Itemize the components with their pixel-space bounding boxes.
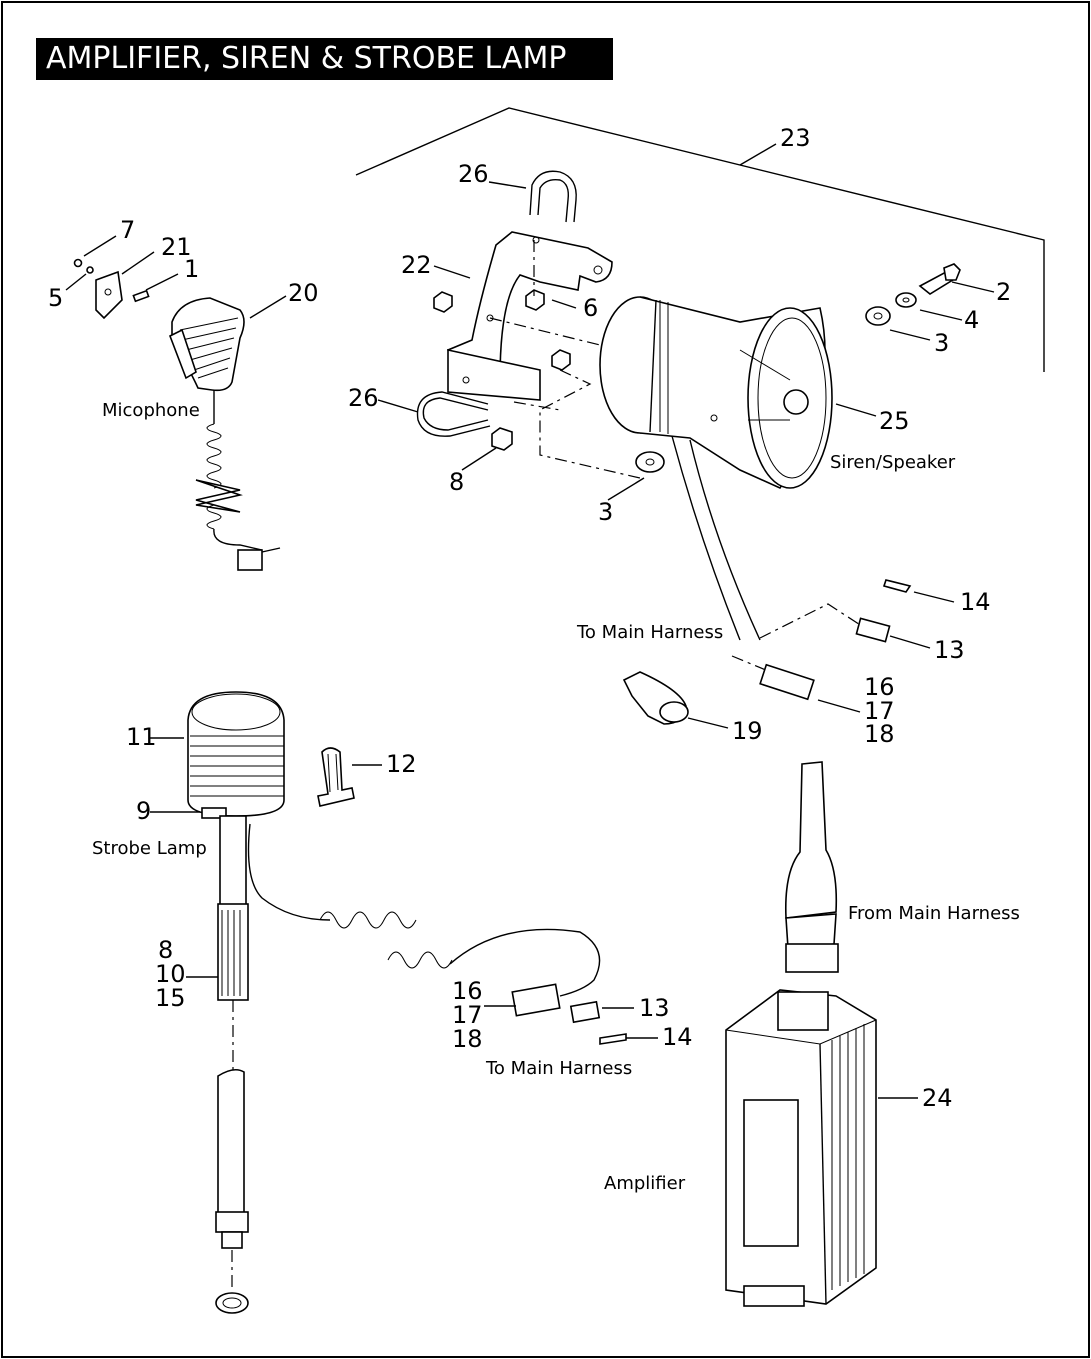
callout-6: 6: [583, 294, 598, 322]
callout-18-lower: 18: [452, 1025, 483, 1053]
callout-7: 7: [120, 216, 135, 244]
callout-15: 15: [155, 984, 186, 1012]
callout-10: 10: [155, 960, 186, 988]
group-23-bracket: [355, 107, 1045, 372]
label-from-main-harness: From Main Harness: [848, 903, 1020, 924]
label-microphone: Micophone: [102, 400, 200, 421]
callout-25: 25: [879, 407, 910, 435]
callout-2: 2: [996, 278, 1011, 306]
callout-13-lower: 13: [639, 994, 670, 1022]
callout-14-lower: 14: [662, 1023, 693, 1051]
callout-8-upper: 8: [449, 468, 464, 496]
callout-16-upper: 16: [864, 673, 895, 701]
callout-numbers: 23 26 22 6 2 4 3 26 8 3 25 7 21 1 5 20 1…: [48, 124, 1011, 1112]
label-strobe-lamp: Strobe Lamp: [92, 838, 207, 859]
microphone: [168, 297, 281, 571]
callout-3-upper: 3: [934, 329, 949, 357]
strobe-lamp: [187, 691, 285, 1314]
label-to-main-harness-lower: To Main Harness: [485, 1058, 632, 1079]
callout-21: 21: [161, 233, 192, 261]
siren-speaker: [599, 296, 833, 641]
page-title: AMPLIFIER, SIREN & STROBE LAMP: [36, 38, 613, 80]
label-siren-speaker: Siren/Speaker: [830, 452, 956, 473]
callout-17-lower: 17: [452, 1001, 483, 1029]
callout-5: 5: [48, 284, 63, 312]
callout-4: 4: [964, 306, 979, 334]
u-bolt-lower: [416, 391, 491, 437]
callout-22: 22: [401, 251, 432, 279]
callout-18-upper: 18: [864, 720, 895, 748]
callout-3-lower: 3: [598, 498, 613, 526]
main-harness-plug: [784, 761, 839, 973]
alignment-lines: [489, 240, 869, 681]
callout-24: 24: [922, 1084, 953, 1112]
upper-harness-connectors: [622, 579, 912, 725]
amplifier: [725, 989, 877, 1307]
callout-8-lower: 8: [158, 936, 173, 964]
strobe-coiled-cable: [247, 823, 601, 997]
callout-23: 23: [780, 124, 811, 152]
callout-19: 19: [732, 717, 763, 745]
callout-20: 20: [288, 279, 319, 307]
callout-11: 11: [126, 723, 157, 751]
callout-26-upper: 26: [458, 160, 489, 188]
mic-clip-hardware: [73, 258, 150, 320]
part-labels: Micophone Siren/Speaker To Main Harness …: [92, 400, 1020, 1194]
callout-14-upper: 14: [960, 588, 991, 616]
callout-12: 12: [386, 750, 417, 778]
washers-and-bolt: [635, 263, 961, 473]
label-amplifier: Amplifier: [604, 1173, 686, 1194]
strobe-bracket: [317, 747, 355, 807]
callout-17-upper: 17: [864, 697, 895, 725]
callout-16-lower: 16: [452, 977, 483, 1005]
callout-13-upper: 13: [934, 636, 965, 664]
callout-26-lower: 26: [348, 384, 379, 412]
callout-9: 9: [136, 797, 151, 825]
u-bolt-upper: [529, 170, 577, 223]
siren-bracket: [447, 231, 613, 401]
lower-harness-connectors: [511, 983, 627, 1045]
callout-1: 1: [184, 255, 199, 283]
leader-lines: [65, 181, 995, 1099]
label-to-main-harness-upper: To Main Harness: [576, 622, 723, 643]
nuts: [433, 289, 571, 451]
